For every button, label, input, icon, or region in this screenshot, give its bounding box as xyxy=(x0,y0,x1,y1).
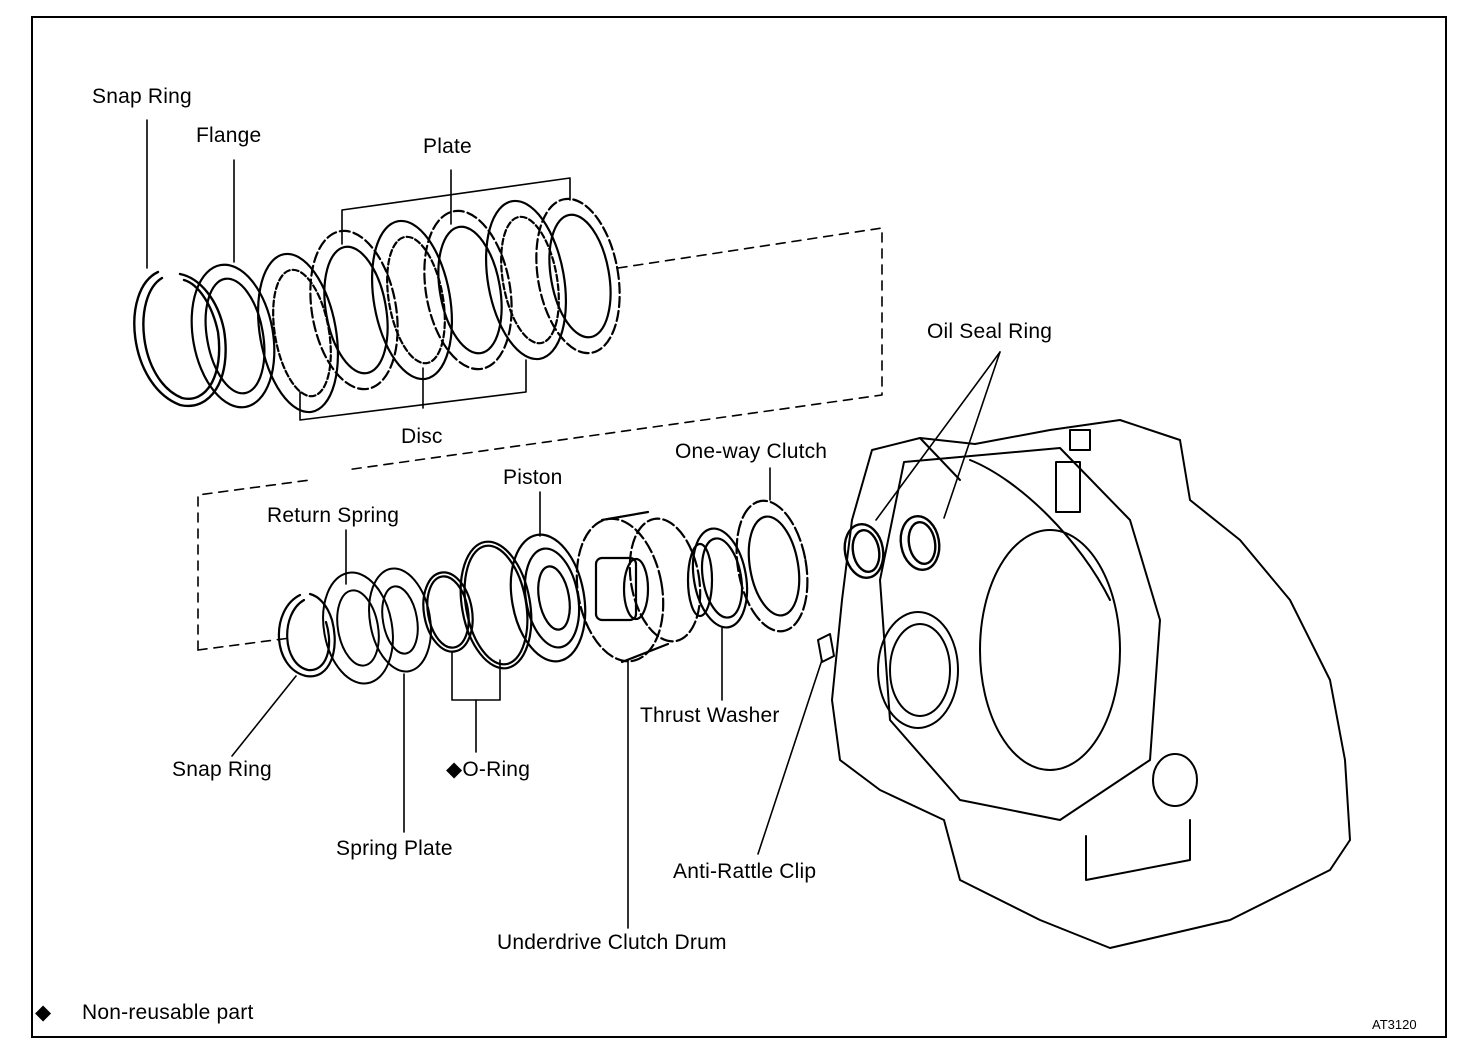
top-leader-lines xyxy=(146,119,571,421)
label-o-ring: ◆O-Ring xyxy=(446,758,531,781)
label-flange: Flange xyxy=(196,124,262,147)
o-ring-small xyxy=(422,571,474,653)
bottom-group-dashed-outline xyxy=(197,479,311,651)
transaxle-case xyxy=(831,419,1351,949)
label-piston: Piston xyxy=(503,466,563,489)
label-one-way-clutch: One-way Clutch xyxy=(675,440,828,463)
label-snap-ring-top: Snap Ring xyxy=(92,85,192,108)
label-oil-seal-ring: Oil Seal Ring xyxy=(927,320,1053,343)
underdrive-clutch-drum xyxy=(575,510,714,664)
one-way-clutch xyxy=(735,499,809,633)
thrust-washer xyxy=(691,527,749,629)
bottom-leader-lines xyxy=(231,351,1001,929)
label-return-spring: Return Spring xyxy=(267,504,400,527)
top-group-dashed-outline xyxy=(345,227,883,471)
label-anti-rattle-clip: Anti-Rattle Clip xyxy=(673,860,817,883)
legend-symbol: ◆ xyxy=(35,1001,52,1024)
disc-3 xyxy=(484,199,568,361)
oil-seal-ring-2 xyxy=(899,515,941,571)
figure-frame xyxy=(31,16,1447,1038)
label-thrust-washer: Thrust Washer xyxy=(640,704,780,727)
plate-3 xyxy=(535,197,621,355)
flange-ring xyxy=(190,263,276,409)
anti-rattle-clip xyxy=(817,633,835,663)
return-spring xyxy=(322,567,432,685)
label-underdrive-clutch-drum: Underdrive Clutch Drum xyxy=(497,931,727,954)
plate-2 xyxy=(423,209,513,371)
oil-seal-ring-1 xyxy=(843,523,885,579)
label-snap-ring-bottom: Snap Ring xyxy=(172,758,272,781)
figure-code: AT3120 xyxy=(1372,1017,1417,1032)
legend-text: Non-reusable part xyxy=(82,1001,254,1024)
label-disc: Disc xyxy=(401,425,443,448)
bottom-snap-ring xyxy=(277,592,336,678)
plate-1 xyxy=(309,229,399,391)
label-plate: Plate xyxy=(423,135,472,158)
label-spring-plate: Spring Plate xyxy=(336,837,453,860)
disc-2 xyxy=(370,219,454,381)
